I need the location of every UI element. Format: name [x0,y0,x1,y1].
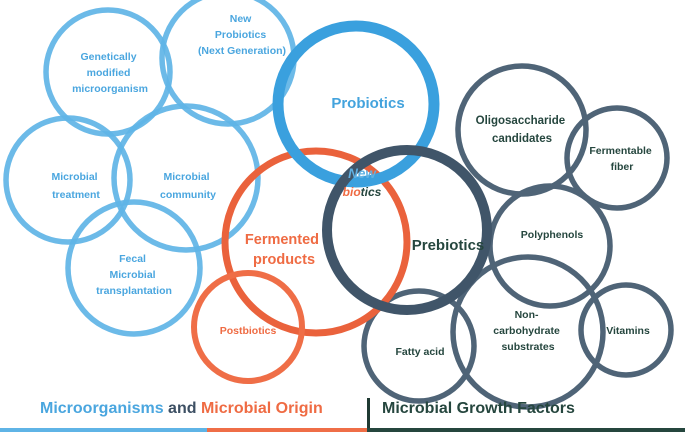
footer-and: and [163,400,201,417]
ring-fermented-products [221,147,411,337]
footer-microbial-origin: Microbial Origin [200,400,323,417]
label-bio: bio [343,185,361,199]
footer-microbial-growth-factors: Microbial Growth Factors [382,400,575,417]
label-fermented-products: Fermented products [245,232,323,268]
ring-fecal-transplant [65,199,203,337]
label-polyphenols: Polyphenols [521,229,584,241]
footer-bar-orange [207,428,367,432]
label-tics: tics [361,185,382,199]
footer-bar-green [367,428,685,432]
ring-non-carbohydrate [450,254,606,410]
label-probiotics: Probiotics [331,95,404,112]
ring-vitamins [578,282,674,378]
label-postbiotics: Postbiotics [220,325,277,337]
label-newbiotics: biotics [343,185,382,199]
ring-postbiotics [191,270,305,384]
label-fatty-acid: Fatty acid [395,346,444,358]
label-non-carbohydrate: Non- carbohydrate substrates [493,309,562,353]
label-prebiotics: Prebiotics [412,237,485,254]
ring-microbial-community [111,103,261,253]
ring-fatty-acid [361,288,477,404]
label-microbial-community: Microbial community [160,171,216,201]
footer-legend: Microorganisms and Microbial Origin Micr… [0,396,685,436]
label-vitamins: Vitamins [606,325,650,337]
label-gmo: Genetically modified microorganism [72,51,148,95]
label-fermentable-fiber: Fermentable fiber [589,145,654,173]
footer-microorganisms: Microorganisms [40,400,164,417]
ring-fermentable-fiber [564,105,670,211]
footer-left-label: Microorganisms and Microbial Origin [40,400,323,418]
label-microbial-treatment: Microbial treatment [51,171,100,201]
label-fecal-transplant: Fecal Microbial transplantation [96,253,172,297]
label-next-gen-probiotics: New Probiotics (Next Generation) [198,13,286,57]
ring-prebiotics [322,145,492,315]
ring-microbial-treatment [3,115,133,245]
ring-oligosaccharide [455,63,589,197]
footer-bar-blue [0,428,207,432]
label-new: New [348,166,377,181]
ring-probiotics [272,20,440,188]
label-oligosaccharide: Oligosaccharide candidates [476,115,569,145]
footer-divider [367,398,370,432]
